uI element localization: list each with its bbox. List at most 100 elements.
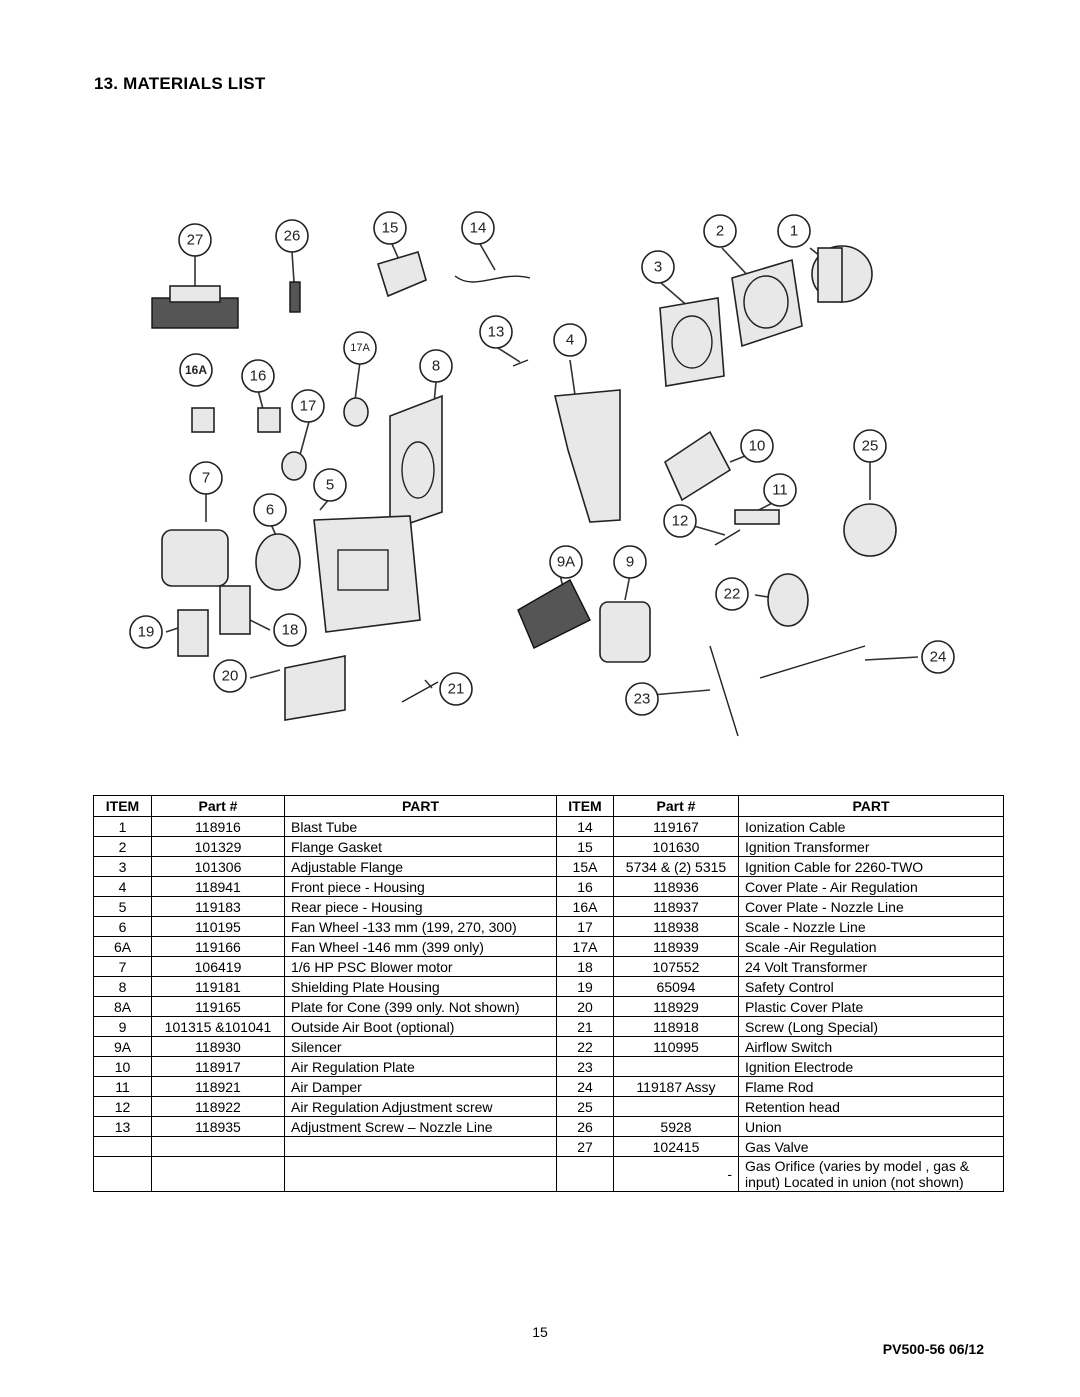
item-cell: 9A bbox=[93, 1036, 152, 1057]
item-cell: 23 bbox=[556, 1056, 614, 1077]
item-cell: 6A bbox=[93, 936, 152, 957]
part-description-cell: Adjustment Screw – Nozzle Line bbox=[284, 1116, 557, 1137]
part-number-cell: 118922 bbox=[151, 1096, 285, 1117]
part-description-cell: Shielding Plate Housing bbox=[284, 976, 557, 997]
callout-16: 16 bbox=[241, 359, 275, 393]
part-description-cell: Rear piece - Housing bbox=[284, 896, 557, 917]
callout-3: 3 bbox=[641, 250, 675, 284]
part-description-cell: 24 Volt Transformer bbox=[738, 956, 1004, 977]
part-description-cell: Air Damper bbox=[284, 1076, 557, 1097]
part-description-cell: Scale -Air Regulation bbox=[738, 936, 1004, 957]
part-number-cell bbox=[613, 1056, 739, 1077]
part-description-cell: Fan Wheel -146 mm (399 only) bbox=[284, 936, 557, 957]
svg-text:1: 1 bbox=[790, 223, 798, 240]
callout-9A: 9A bbox=[549, 545, 583, 579]
svg-text:12: 12 bbox=[672, 513, 689, 530]
header-item: ITEM bbox=[556, 795, 614, 817]
svg-text:18: 18 bbox=[282, 622, 299, 639]
item-cell: 18 bbox=[556, 956, 614, 977]
part-description-cell: Fan Wheel -133 mm (199, 270, 300) bbox=[284, 916, 557, 937]
part-number-cell: 106419 bbox=[151, 956, 285, 977]
part-description-cell: Safety Control bbox=[738, 976, 1004, 997]
part-description-cell: Screw (Long Special) bbox=[738, 1016, 1004, 1037]
item-cell: 13 bbox=[93, 1116, 152, 1137]
part-description-cell bbox=[284, 1136, 557, 1157]
svg-text:13: 13 bbox=[488, 324, 505, 341]
part-description-cell: Adjustable Flange bbox=[284, 856, 557, 877]
item-cell: 17A bbox=[556, 936, 614, 957]
part-description-cell: Flange Gasket bbox=[284, 836, 557, 857]
callout-14: 14 bbox=[461, 211, 495, 245]
part-description-cell: Flame Rod bbox=[738, 1076, 1004, 1097]
part-number-cell: 5928 bbox=[613, 1116, 739, 1137]
callout-5: 5 bbox=[313, 468, 347, 502]
item-cell bbox=[93, 1156, 152, 1192]
callout-1: 1 bbox=[777, 214, 811, 248]
section-heading: 13. MATERIALS LIST bbox=[94, 74, 266, 93]
part-description-cell: Silencer bbox=[284, 1036, 557, 1057]
part-description-cell: Gas Orifice (varies by model , gas & inp… bbox=[738, 1156, 1004, 1192]
part-number-cell: 118930 bbox=[151, 1036, 285, 1057]
item-cell: 14 bbox=[556, 816, 614, 837]
part-description-cell: Front piece - Housing bbox=[284, 876, 557, 897]
materials-table: ITEM Part # PART ITEM Part # PART 1 11891… bbox=[93, 795, 1004, 1192]
svg-text:4: 4 bbox=[566, 332, 574, 349]
part-description-cell: Air Regulation Adjustment screw bbox=[284, 1096, 557, 1117]
part-number-cell: 101630 bbox=[613, 836, 739, 857]
part-number-cell: 118937 bbox=[613, 896, 739, 917]
part-description-cell: Outside Air Boot (optional) bbox=[284, 1016, 557, 1037]
table-row: -Gas Orifice (varies by model , gas & in… bbox=[93, 1156, 1004, 1192]
part-number-cell: 118938 bbox=[613, 916, 739, 937]
callout-20: 20 bbox=[213, 659, 247, 693]
part-number-cell: 65094 bbox=[613, 976, 739, 997]
svg-text:27: 27 bbox=[187, 232, 204, 249]
part-description-cell: Scale - Nozzle Line bbox=[738, 916, 1004, 937]
page-number: 15 bbox=[532, 1324, 548, 1340]
item-cell: 16 bbox=[556, 876, 614, 897]
svg-text:24: 24 bbox=[930, 649, 947, 666]
part-description-cell: Airflow Switch bbox=[738, 1036, 1004, 1057]
part-number-cell: - bbox=[613, 1156, 739, 1192]
callout-27: 27 bbox=[178, 223, 212, 257]
item-cell: 15 bbox=[556, 836, 614, 857]
table-header-row: ITEM Part # PART ITEM Part # PART bbox=[93, 795, 1004, 817]
header-part-number: Part # bbox=[151, 795, 285, 817]
item-cell: 5 bbox=[93, 896, 152, 917]
part-description-cell: Cover Plate - Air Regulation bbox=[738, 876, 1004, 897]
item-cell: 24 bbox=[556, 1076, 614, 1097]
part-number-cell: 118935 bbox=[151, 1116, 285, 1137]
callout-11: 11 bbox=[763, 473, 797, 507]
part-number-cell bbox=[151, 1136, 285, 1157]
svg-text:17: 17 bbox=[300, 398, 317, 415]
part-number-cell: 118917 bbox=[151, 1056, 285, 1077]
svg-text:11: 11 bbox=[772, 482, 788, 499]
item-cell: 11 bbox=[93, 1076, 152, 1097]
callout-25: 25 bbox=[853, 429, 887, 463]
svg-text:3: 3 bbox=[654, 259, 662, 276]
item-cell: 7 bbox=[93, 956, 152, 977]
part-description-cell: Union bbox=[738, 1116, 1004, 1137]
item-cell: 6 bbox=[93, 916, 152, 937]
header-part-number: Part # bbox=[613, 795, 739, 817]
part-description-cell bbox=[284, 1156, 557, 1192]
item-cell: 27 bbox=[556, 1136, 614, 1157]
callout-2: 2 bbox=[703, 214, 737, 248]
item-cell: 2 bbox=[93, 836, 152, 857]
svg-text:9: 9 bbox=[626, 554, 634, 571]
item-cell: 1 bbox=[93, 816, 152, 837]
part-number-cell: 101329 bbox=[151, 836, 285, 857]
item-cell: 21 bbox=[556, 1016, 614, 1037]
item-cell: 22 bbox=[556, 1036, 614, 1057]
callout-13: 13 bbox=[479, 315, 513, 349]
document-code: PV500-56 06/12 bbox=[882, 1341, 984, 1357]
svg-text:23: 23 bbox=[634, 691, 651, 708]
callout-16A: 16A bbox=[179, 353, 213, 387]
part-description-cell: Plastic Cover Plate bbox=[738, 996, 1004, 1017]
item-cell: 10 bbox=[93, 1056, 152, 1077]
